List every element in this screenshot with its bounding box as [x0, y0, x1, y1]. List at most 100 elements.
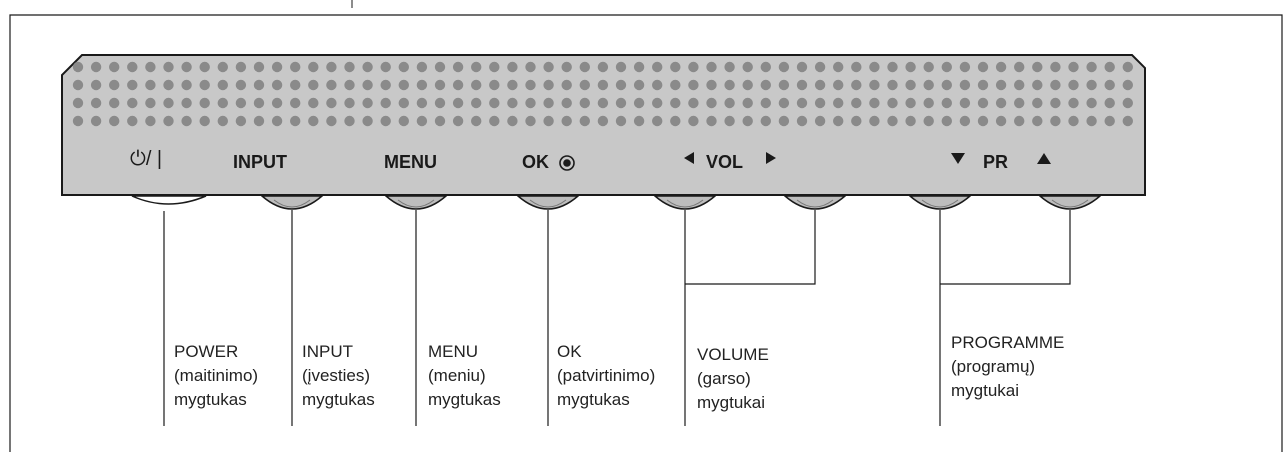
grille-dot [398, 79, 409, 91]
grille-dot [615, 79, 627, 91]
grille-dot [72, 97, 84, 109]
programme-up-button[interactable] [1037, 195, 1103, 210]
grille-dot [253, 61, 265, 73]
grille-dot [525, 61, 536, 73]
grille-dot [724, 115, 735, 127]
grille-dot [181, 97, 192, 109]
grille-dot [1014, 79, 1025, 91]
grille-dot [995, 61, 1007, 73]
menu-panel-label: MENU [384, 152, 437, 172]
grille-dot [814, 115, 826, 127]
grille-dot [1050, 61, 1061, 73]
grille-dot [977, 61, 989, 73]
grille-dot [109, 115, 120, 127]
grille-dot [72, 115, 84, 127]
grille-dot [308, 97, 319, 109]
grille-dot [181, 79, 192, 91]
volume-down-button[interactable] [652, 195, 718, 210]
power-desc-line3: mygtukas [174, 390, 247, 409]
grille-dot [380, 61, 391, 73]
grille-dot [1122, 97, 1134, 109]
grille-dot [959, 79, 971, 91]
grille-dot [833, 79, 844, 91]
grille-dot [199, 61, 210, 73]
grille-dot [525, 115, 536, 127]
vol-left-arrow-icon [684, 152, 694, 164]
grille-dot [615, 115, 627, 127]
grille-dot [778, 61, 790, 73]
grille-dot [579, 61, 590, 73]
grille-dot [145, 115, 156, 127]
grille-dot [995, 79, 1007, 91]
programme-down-button[interactable] [907, 195, 973, 210]
input-desc-line1: INPUT [302, 342, 353, 361]
grille-dot [579, 115, 590, 127]
volume-description: VOLUME (garso) mygtukai [697, 343, 769, 415]
input-button[interactable] [259, 195, 325, 210]
grille-dot [579, 79, 590, 91]
power-desc-line1: POWER [174, 342, 239, 361]
power-desc-line2: (maitinimo) [174, 366, 259, 385]
grille-dot [362, 61, 373, 73]
ok-button[interactable] [515, 195, 581, 210]
grille-dot [905, 79, 916, 91]
grille-dot [796, 115, 808, 127]
grille-dot [760, 61, 771, 73]
grille-dot [869, 79, 880, 91]
menu-button[interactable] [383, 195, 449, 210]
grille-dot [543, 61, 554, 73]
grille-dot [1050, 97, 1061, 109]
ok-desc-line1: OK [557, 342, 582, 361]
grille-dot [833, 61, 844, 73]
grille-dot [380, 97, 391, 109]
grille-dot [796, 79, 808, 91]
grille-dot [290, 79, 301, 91]
grille-dot [290, 97, 301, 109]
volume-up-button[interactable] [782, 195, 848, 210]
grille-dot [869, 115, 880, 127]
grille-dot [398, 97, 409, 109]
grille-dot [90, 79, 102, 91]
grille-dot [217, 97, 228, 109]
grille-dot [760, 115, 771, 127]
grille-dot [235, 115, 247, 127]
grille-dot [199, 79, 210, 91]
vol-panel-label: VOL [706, 152, 744, 172]
grille-dot [778, 79, 790, 91]
input-description: INPUT (įvesties) mygtukas [302, 340, 375, 412]
grille-dot [1014, 97, 1025, 109]
grille-dot [507, 97, 518, 109]
grille-dot [688, 79, 699, 91]
grille-dot [434, 79, 446, 91]
grille-dot [452, 79, 464, 91]
grille-dot [471, 61, 482, 73]
grille-dot [724, 97, 735, 109]
grille-dot [652, 79, 663, 91]
grille-dot [471, 97, 482, 109]
grille-dot [887, 97, 898, 109]
grille-dot [887, 61, 898, 73]
grille-dot [507, 61, 518, 73]
ok-description: OK (patvirtinimo) mygtukas [557, 340, 655, 412]
grille-dot [670, 97, 681, 109]
grille-dot [127, 61, 138, 73]
power-button[interactable] [131, 195, 207, 205]
grille-dot [271, 79, 283, 91]
grille-dot [1104, 97, 1115, 109]
grille-dot [489, 97, 500, 109]
menu-description: MENU (meniu) mygtukas [428, 340, 501, 412]
grille-dot [905, 97, 916, 109]
grille-dot [145, 61, 156, 73]
grille-dot [995, 115, 1007, 127]
pr-panel-label: PR [983, 152, 1009, 172]
ok-desc-line3: mygtukas [557, 390, 630, 409]
grille-dot [344, 61, 355, 73]
grille-dot [1014, 61, 1025, 73]
grille-dot [217, 79, 228, 91]
ok-desc-line2: (patvirtinimo) [557, 366, 656, 385]
grille-dot [1050, 115, 1061, 127]
grille-dot [543, 79, 554, 91]
grille-dot [760, 79, 771, 91]
vol-right-arrow-icon [766, 152, 776, 164]
grille-dot [670, 79, 681, 91]
